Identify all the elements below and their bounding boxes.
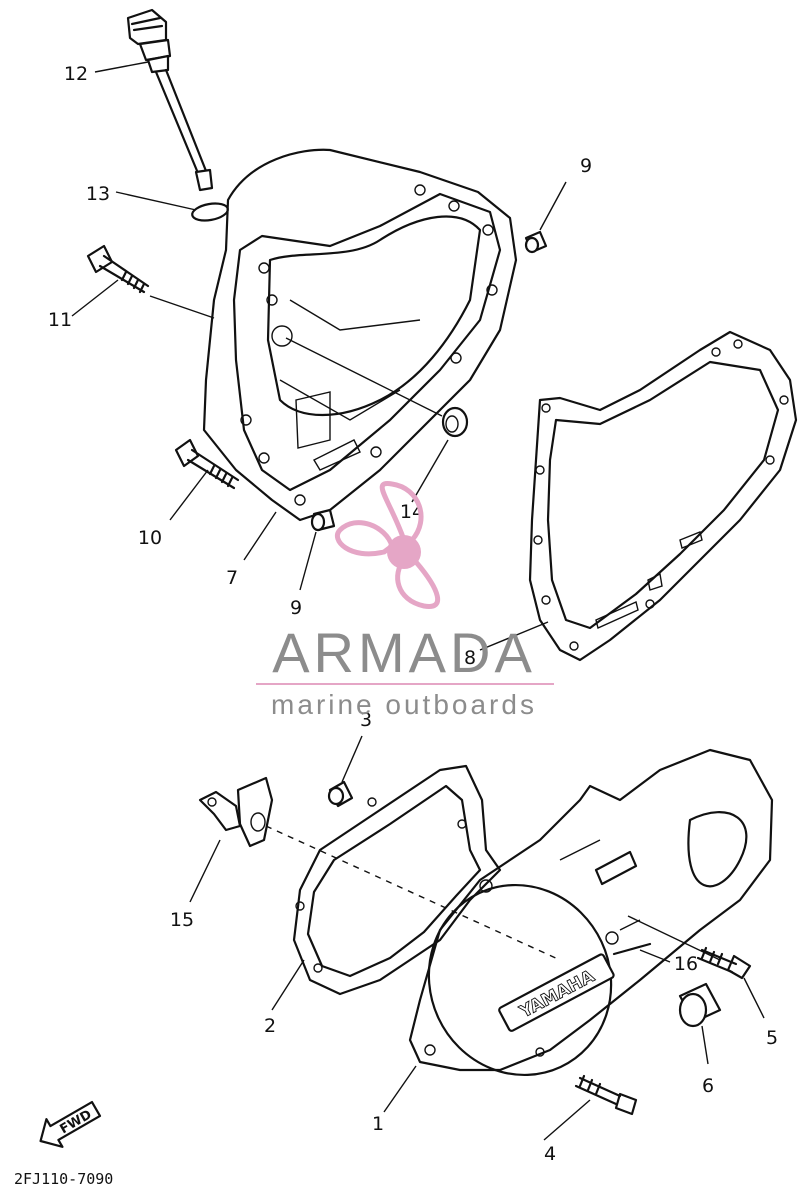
dowel-pin-9b-part (310, 508, 336, 532)
brand-tagline: marine outboards (271, 689, 537, 720)
bolt-4-part (574, 1074, 638, 1116)
bolt-5-part (696, 946, 752, 980)
cover-gasket-2-part (292, 764, 502, 996)
cover-gasket-2-inner (306, 784, 482, 978)
callout-11: 11 (48, 309, 72, 331)
callout-1: 1 (372, 1113, 384, 1135)
callout-2: 2 (264, 1015, 276, 1037)
callout-6: 6 (702, 1075, 714, 1097)
callout-9a: 9 (580, 155, 592, 177)
callout-9b: 9 (290, 597, 302, 619)
callout-10: 10 (138, 527, 162, 549)
plug-cap-6-part (678, 982, 722, 1028)
callout-8: 8 (464, 647, 476, 669)
brand-name: ARMADA (272, 621, 536, 684)
dowel-pin-9a-part (524, 230, 548, 254)
bolt-16-part (612, 942, 652, 956)
yamaha-emblem: YAMAHA (498, 953, 615, 1032)
oil-seal-part (441, 406, 469, 438)
bolt-10-part (174, 438, 240, 490)
bolt-11-part (86, 244, 150, 294)
crankcase-cover-part (202, 148, 518, 522)
callout-labels: 1 2 3 4 5 6 7 8 9 9 10 11 12 13 14 15 16 (48, 63, 778, 1165)
callout-12: 12 (64, 63, 88, 85)
gasket-8-bolt-holes (533, 339, 789, 651)
armada-watermark: ARMADA marine outboards (256, 481, 554, 720)
gasket-2-bolt-holes (295, 797, 467, 973)
propeller-logo-icon (335, 481, 441, 609)
callout-16: 16 (674, 953, 698, 975)
crankcase-cover-1-part: YAMAHA (408, 748, 774, 1077)
o-ring-part (191, 202, 229, 222)
bracket-15-part (198, 776, 274, 848)
callout-15: 15 (170, 909, 194, 931)
callout-7: 7 (226, 567, 238, 589)
callout-3: 3 (360, 709, 372, 731)
callout-13: 13 (86, 183, 110, 205)
dowel-pin-3-part (327, 780, 354, 808)
part-code: 2FJ110-7090 (14, 1170, 113, 1188)
callout-5: 5 (766, 1027, 778, 1049)
dipstick-part (126, 8, 214, 192)
callout-4: 4 (544, 1143, 556, 1165)
fwd-arrow-icon: FWD (39, 1100, 102, 1148)
leader-lines (71, 61, 765, 1141)
cover-gasket-8-inner (546, 360, 780, 630)
cover-gasket-8-part (528, 330, 798, 662)
